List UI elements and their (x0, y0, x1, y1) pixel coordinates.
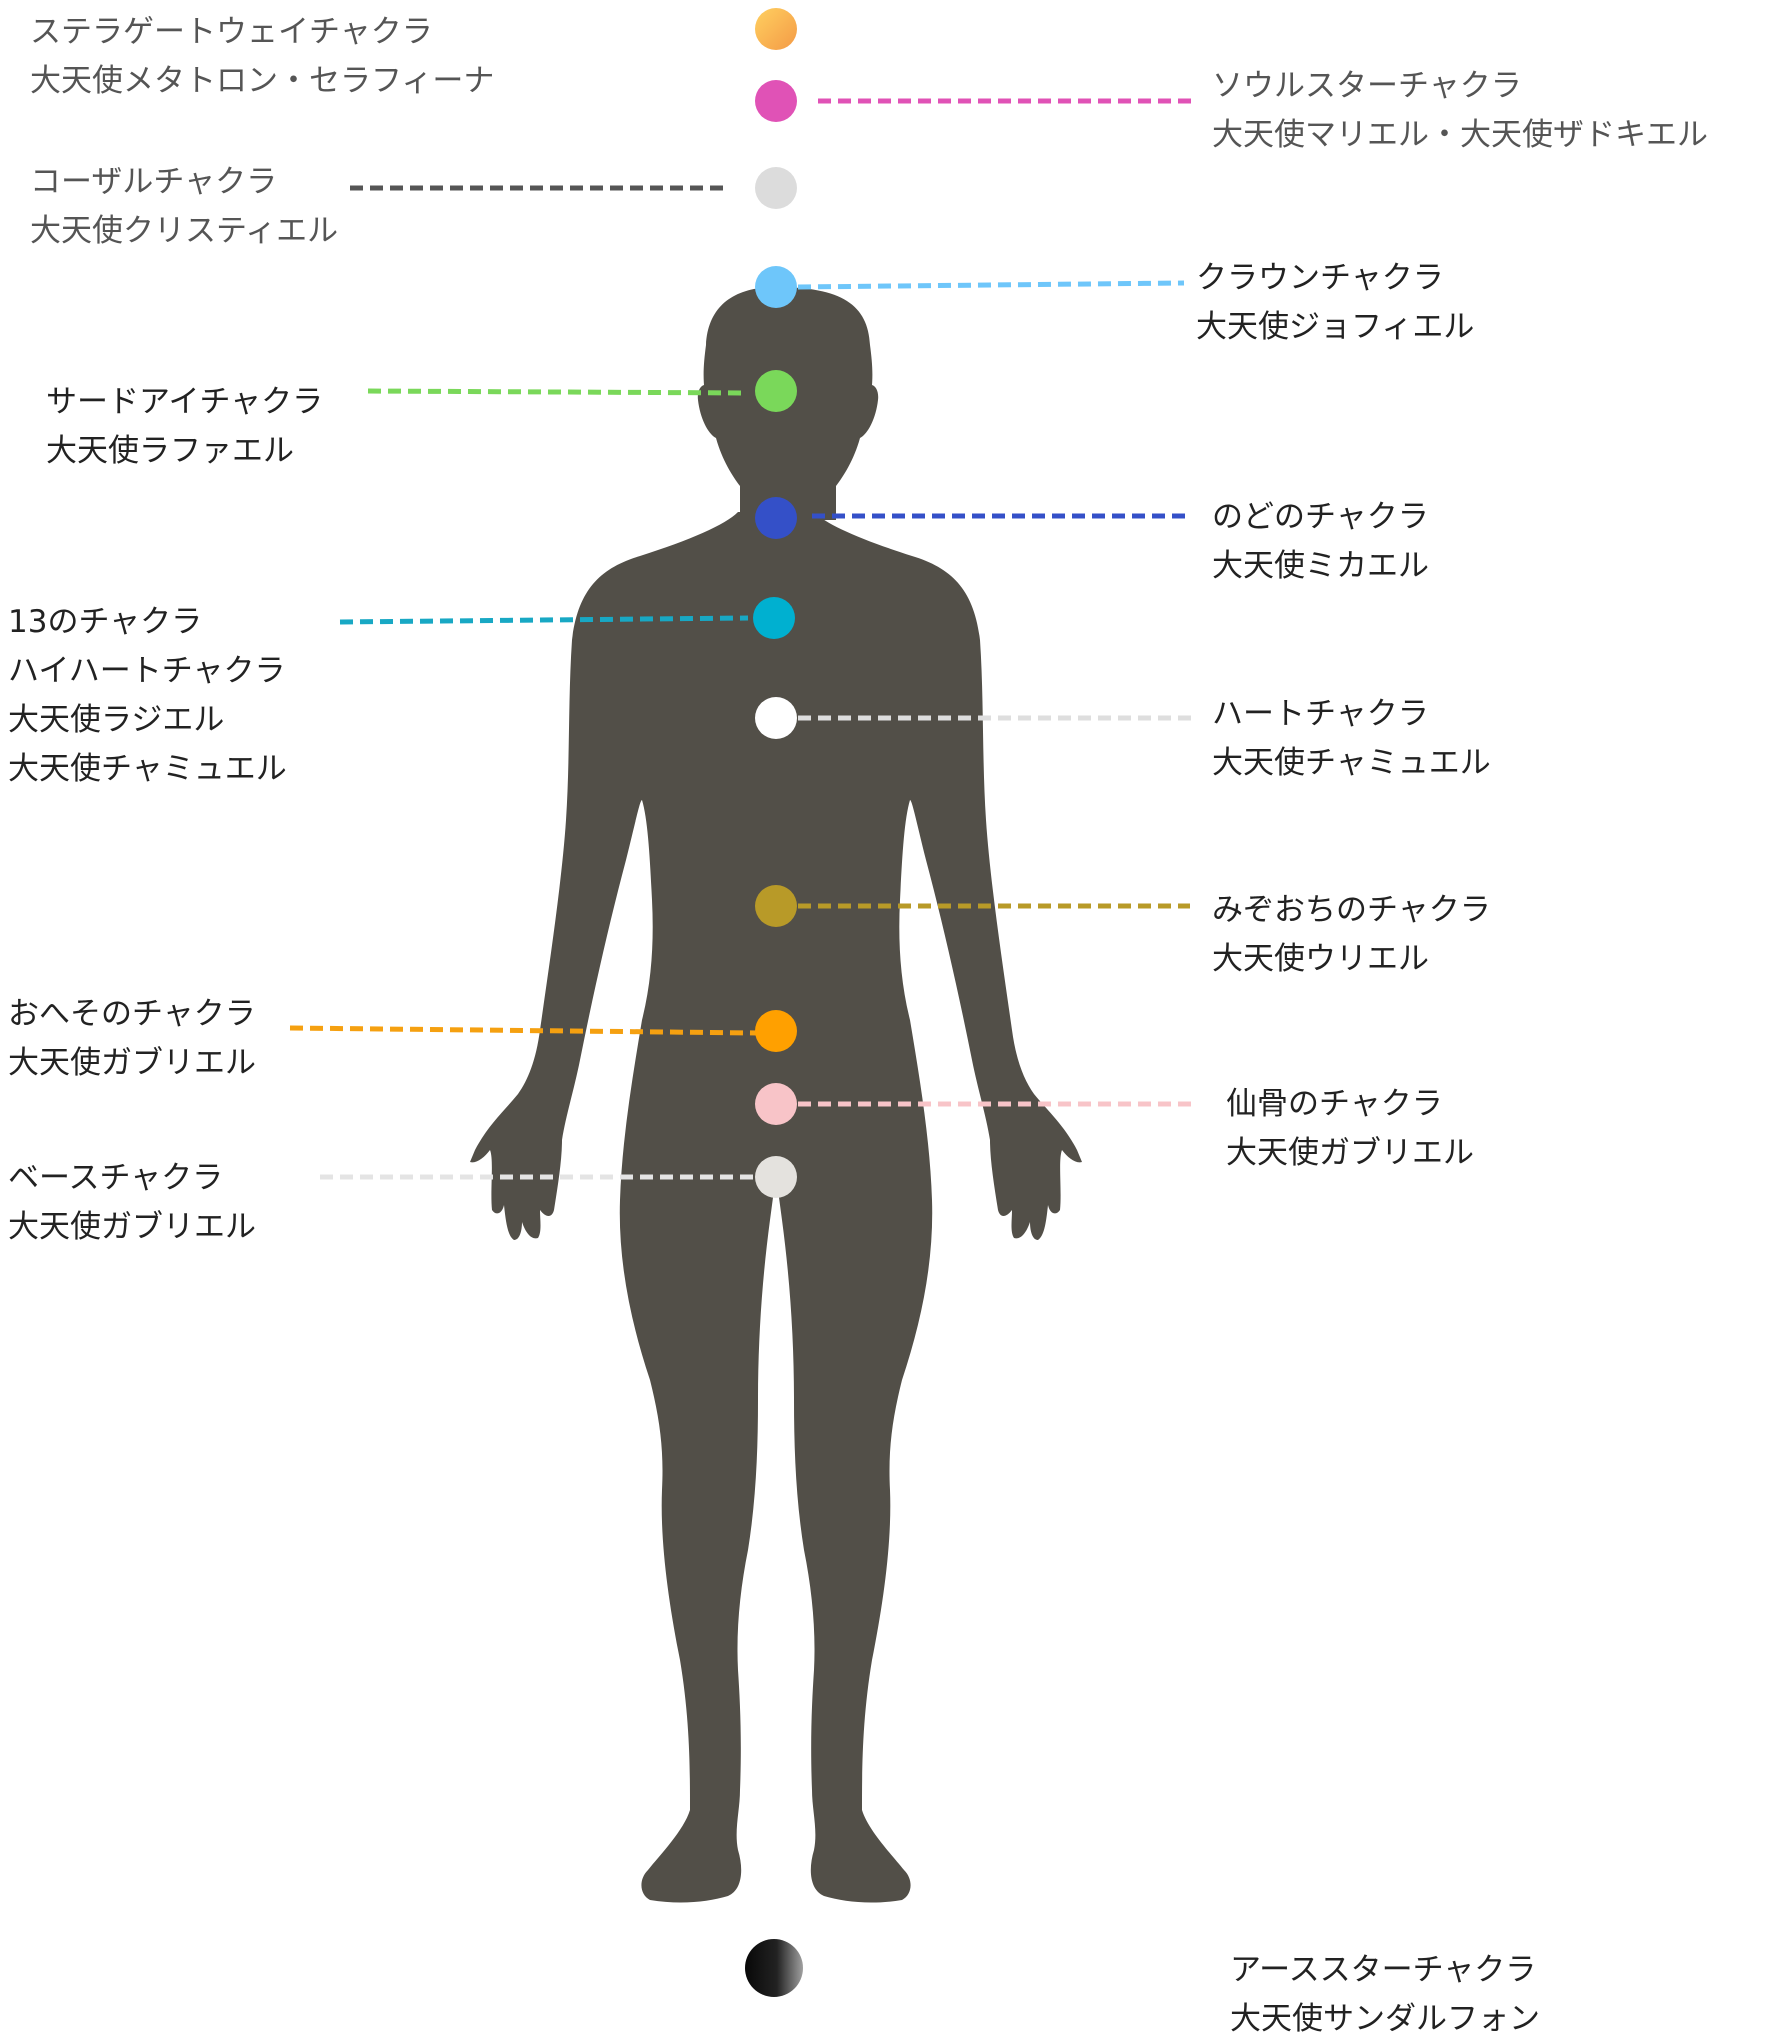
chakra-label-third-eye: サードアイチャクラ大天使ラファエル (46, 378, 323, 476)
angel-name: 大天使ミカエル (1212, 542, 1429, 591)
angel-name: 大天使ラジエル (8, 696, 287, 745)
chakra-name: のどのチャクラ (1212, 493, 1429, 542)
angel-name: 大天使ガブリエル (1226, 1129, 1474, 1178)
connector-line-crown (798, 283, 1184, 287)
chakra-dot-stellar-gateway (755, 8, 797, 50)
chakra-dot-navel (755, 1010, 797, 1052)
chakra-dot-crown (755, 266, 797, 308)
chakra-name: ソウルスターチャクラ (1212, 62, 1708, 111)
chakra-dot-base (755, 1156, 797, 1198)
chakra-name: コーザルチャクラ (30, 158, 338, 207)
chakra-name: 仙骨のチャクラ (1226, 1080, 1474, 1129)
chakra-label-earth-star: アーススターチャクラ大天使サンダルフォン (1230, 1946, 1540, 2044)
chakra-label-causal: コーザルチャクラ大天使クリスティエル (30, 158, 338, 256)
angel-name: 大天使クリスティエル (30, 207, 338, 256)
chakra-name: サードアイチャクラ (46, 378, 323, 427)
angel-name: 大天使ウリエル (1212, 935, 1491, 984)
chakra-dot-sacral (755, 1083, 797, 1125)
chakra-name: おへそのチャクラ (8, 990, 256, 1039)
angel-name: 大天使ガブリエル (8, 1203, 256, 1252)
chakra-name: 13のチャクラ (8, 598, 287, 647)
angel-name: 大天使マリエル・大天使ザドキエル (1212, 111, 1708, 160)
chakra-label-base: ベースチャクラ大天使ガブリエル (8, 1154, 256, 1252)
chakra-label-soul-star: ソウルスターチャクラ大天使マリエル・大天使ザドキエル (1212, 62, 1708, 160)
chakra-label-throat: のどのチャクラ大天使ミカエル (1212, 493, 1429, 591)
connector-line-third-eye (368, 391, 748, 393)
angel-name: 大天使ジョフィエル (1196, 303, 1474, 352)
chakra-name: ベースチャクラ (8, 1154, 256, 1203)
chakra-label-high-heart: 13のチャクラハイハートチャクラ大天使ラジエル大天使チャミュエル (8, 598, 287, 794)
chakra-dot-earth-star (745, 1939, 803, 1997)
chakra-dot-solar-plexus (755, 885, 797, 927)
chakra-label-sacral: 仙骨のチャクラ大天使ガブリエル (1226, 1080, 1474, 1178)
chakra-dot-high-heart (753, 597, 795, 639)
chakra-name: クラウンチャクラ (1196, 254, 1474, 303)
angel-name: 大天使サンダルフォン (1230, 1995, 1540, 2044)
chakra-name: みぞおちのチャクラ (1212, 886, 1491, 935)
chakra-name: ハイハートチャクラ (8, 647, 287, 696)
chakra-label-stellar-gateway: ステラゲートウェイチャクラ大天使メタトロン・セラフィーナ (30, 8, 494, 106)
chakra-dot-soul-star (755, 80, 797, 122)
chakra-dot-causal (755, 167, 797, 209)
chakra-name: アーススターチャクラ (1230, 1946, 1540, 1995)
angel-name: 大天使チャミュエル (8, 745, 287, 794)
chakra-name: ハートチャクラ (1212, 690, 1491, 739)
angel-name: 大天使チャミュエル (1212, 739, 1491, 788)
angel-name: 大天使メタトロン・セラフィーナ (30, 57, 494, 106)
angel-name: 大天使ラファエル (46, 427, 323, 476)
chakra-name: ステラゲートウェイチャクラ (30, 8, 494, 57)
chakra-dot-third-eye (755, 370, 797, 412)
chakra-label-navel: おへそのチャクラ大天使ガブリエル (8, 990, 256, 1088)
chakra-label-solar-plexus: みぞおちのチャクラ大天使ウリエル (1212, 886, 1491, 984)
chakra-dot-heart (755, 697, 797, 739)
chakra-label-crown: クラウンチャクラ大天使ジョフィエル (1196, 254, 1474, 352)
chakra-dot-throat (755, 497, 797, 539)
angel-name: 大天使ガブリエル (8, 1039, 256, 1088)
chakra-label-heart: ハートチャクラ大天使チャミュエル (1212, 690, 1491, 788)
